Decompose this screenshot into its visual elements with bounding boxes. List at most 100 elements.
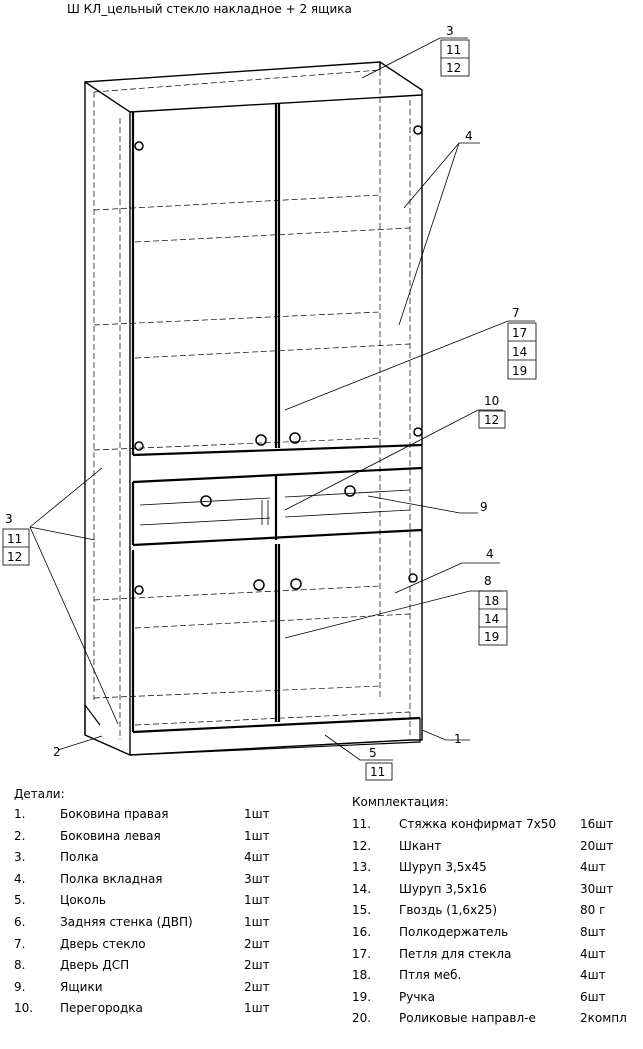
details-heading: Детали:: [14, 787, 65, 801]
list-item-name: Петля для стекла: [399, 946, 512, 961]
callout-text: 10: [484, 394, 499, 408]
callout-side-right: 1: [454, 732, 462, 746]
callout-text: 12: [484, 413, 499, 427]
list-item-qty: 4шт: [580, 968, 606, 983]
cabinet-assembly-drawing: 3 11 12 4 7 17 14 19 10 12 9 4 8 18 14 1…: [2, 24, 537, 781]
callout-drawers: 9: [480, 500, 488, 514]
list-item-num: 5.: [14, 893, 26, 908]
callout-text: 19: [484, 630, 499, 644]
list-item-num: 20.: [352, 1011, 372, 1026]
glass-doors: [131, 104, 423, 457]
list-item-name: Ручка: [399, 989, 436, 1004]
list-item-num: 6.: [14, 915, 26, 929]
list-item-num: 8.: [14, 958, 26, 973]
list-item-name: Птля меб.: [399, 968, 462, 983]
list-item-qty: 1шт: [244, 807, 270, 821]
callout-left-group: 3 11 12: [2, 512, 30, 566]
callout-text: 12: [7, 550, 22, 564]
list-item-name: Полка: [60, 850, 99, 865]
list-item-name: Полка вкладная: [60, 871, 163, 886]
drawer-interior: [139, 489, 411, 526]
list-item-qty: 80 г: [580, 903, 606, 918]
callout-text: 8: [484, 574, 492, 588]
list-item-name: Гвоздь (1,6х25): [399, 903, 498, 918]
drawing-title: Ш КЛ_цельный стекло накладное + 2 ящика: [67, 2, 352, 16]
callout-text: 7: [512, 306, 520, 320]
plinth: [84, 703, 421, 756]
callout-partition: 10 12: [478, 394, 506, 429]
cabinet-carcass: [84, 61, 423, 756]
list-item-qty: 1шт: [244, 828, 270, 843]
list-item-num: 13.: [352, 860, 372, 875]
list-item-qty: 1шт: [244, 915, 270, 929]
callout-text: 14: [484, 612, 499, 626]
list-item-num: 17.: [352, 946, 372, 961]
list-item-qty: 20шт: [580, 838, 614, 853]
list-item-name: Боковина правая: [60, 807, 169, 821]
list-item-num: 7.: [14, 936, 26, 951]
list-item-num: 18.: [352, 968, 372, 983]
list-item-qty: 1шт: [244, 893, 270, 908]
list-item-qty: 2шт: [244, 979, 270, 994]
list-item-qty: 30шт: [580, 881, 614, 896]
callout-text: 11: [7, 532, 22, 546]
callout-text: 17: [512, 326, 527, 340]
list-item-num: 16.: [352, 925, 372, 939]
list-item-name: Ящики: [60, 979, 103, 994]
list-item-qty: 2компл: [580, 1011, 627, 1026]
list-item-qty: 16шт: [580, 817, 614, 831]
callout-text: 11: [446, 43, 461, 57]
list-item-num: 14.: [352, 881, 372, 896]
list-item-name: Роликовые направл-е: [399, 1011, 536, 1026]
list-item-qty: 4шт: [580, 860, 606, 875]
callout-text: 18: [484, 594, 499, 608]
dsp-doors: [131, 544, 421, 734]
list-item-num: 3.: [14, 850, 26, 865]
list-item-qty: 4шт: [244, 850, 270, 865]
list-item-name: Полкодержатель: [399, 925, 509, 939]
list-item-name: Шуруп 3,5х16: [399, 881, 487, 896]
list-item-name: Дверь стекло: [60, 936, 146, 951]
list-item-qty: 2шт: [244, 936, 270, 951]
list-item-name: Задняя стенка (ДВП): [60, 915, 193, 929]
list-item-qty: 1шт: [244, 1001, 270, 1016]
list-item-name: Стяжка конфирмат 7х50: [399, 817, 557, 831]
callout-text: 14: [512, 345, 527, 359]
list-item-num: 15.: [352, 903, 372, 918]
list-item-num: 12.: [352, 838, 372, 853]
callout-text: 3: [5, 512, 13, 526]
list-item-num: 19.: [352, 989, 372, 1004]
callout-back-wall: 7 17 14 19: [507, 306, 537, 380]
list-item-qty: 6шт: [580, 989, 606, 1004]
callout-top-right: 3 11 12: [440, 24, 470, 77]
callout-text: 5: [369, 746, 377, 760]
callout-shelf-insert: 4: [486, 547, 494, 561]
callout-text: 3: [446, 24, 454, 38]
list-item-name: Дверь ДСП: [60, 958, 130, 973]
list-item-num: 11.: [352, 817, 372, 831]
list-item-name: Боковина левая: [60, 828, 161, 843]
handles: [134, 125, 423, 595]
list-item-num: 1.: [14, 807, 26, 821]
list-item-qty: 2шт: [244, 958, 270, 973]
drawer-section: [131, 466, 423, 547]
leader-lines: [29, 37, 535, 761]
list-item-qty: 8шт: [580, 925, 606, 939]
list-item-num: 4.: [14, 871, 26, 886]
callout-plinth: 5 11: [365, 746, 393, 781]
list-item-num: 2.: [14, 828, 26, 843]
hidden-lines: [93, 69, 411, 740]
list-item-qty: 3шт: [244, 871, 270, 886]
callout-shelf-top: 4: [465, 129, 473, 143]
kit-heading: Комплектация:: [352, 795, 449, 809]
list-item-name: Шкант: [399, 838, 442, 853]
callout-text: 11: [370, 765, 385, 779]
list-item-name: Шуруп 3,5х45: [399, 860, 487, 875]
callout-dsp-door: 8 18 14 19: [478, 574, 508, 646]
list-item-name: Перегородка: [60, 1001, 143, 1016]
callout-text: 12: [446, 61, 461, 75]
list-item-name: Цоколь: [60, 893, 106, 908]
list-item-num: 10.: [14, 1001, 34, 1016]
callout-side-left: 2: [53, 745, 61, 759]
callout-text: 19: [512, 364, 527, 378]
